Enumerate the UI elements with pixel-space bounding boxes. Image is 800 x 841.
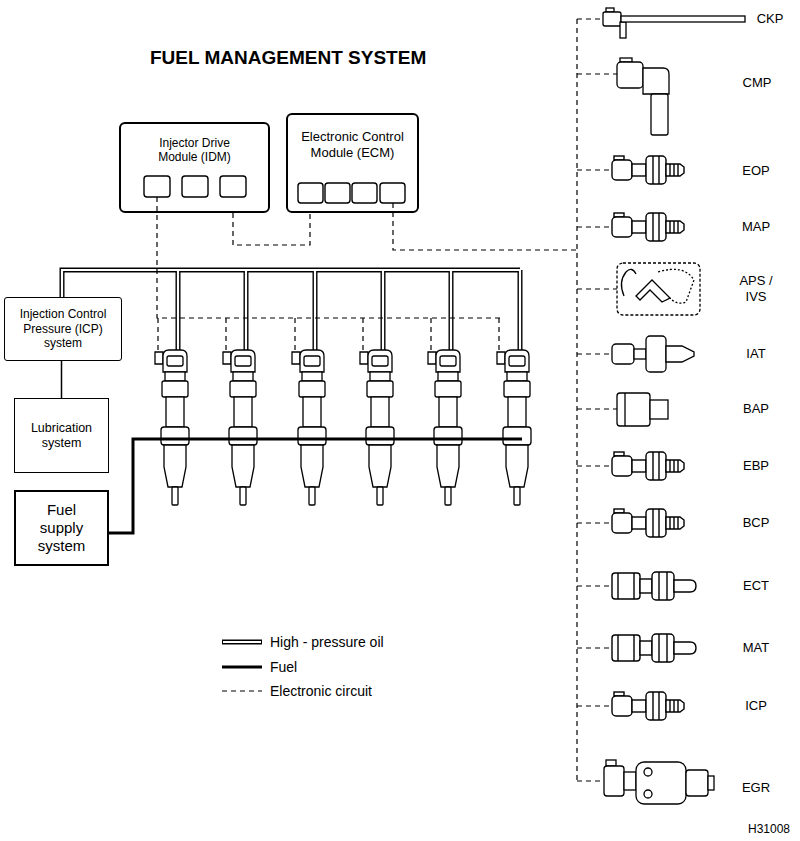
module-box: Injector Drive Module (IDM) xyxy=(119,122,270,213)
module-socket xyxy=(144,176,405,203)
legend-entry: Fuel xyxy=(270,659,297,675)
icp-sensor xyxy=(612,692,684,720)
bcp-sensor xyxy=(612,509,684,537)
system-box: Lubrication system xyxy=(14,398,109,473)
sensor-name: EOP xyxy=(742,163,769,179)
sensor-name: EGR xyxy=(742,780,770,796)
aps-sensor xyxy=(617,263,700,315)
injector xyxy=(428,350,462,505)
injector-wire xyxy=(157,197,500,356)
sensor-name: APS / IVS xyxy=(734,273,778,304)
fuel-line xyxy=(109,439,522,533)
sensor-name: MAT xyxy=(743,640,769,656)
system-box: Injection Control Pressure (ICP) system xyxy=(4,297,122,361)
sensor-name: BAP xyxy=(743,401,769,417)
injector xyxy=(223,350,257,505)
ect-sensor xyxy=(612,572,696,600)
sensor-name: EBP xyxy=(743,458,769,474)
iat-sensor xyxy=(612,336,694,372)
electronic-circuit xyxy=(233,213,310,245)
diagram-title: FUEL MANAGEMENT SYSTEM xyxy=(150,47,426,69)
figure-number: H31008 xyxy=(748,822,790,836)
eop-sensor xyxy=(612,156,684,184)
injector xyxy=(497,350,531,505)
system-box: Fuel supply system xyxy=(14,490,109,566)
sensor-name: ECT xyxy=(743,578,769,594)
node-label: Injector Drive Module (IDM) xyxy=(139,136,250,165)
oil-line xyxy=(62,270,520,352)
node-label: Lubrication system xyxy=(25,421,98,451)
legend-text: Fuel xyxy=(270,659,297,675)
mat-sensor xyxy=(612,634,696,662)
sensor-name: BCP xyxy=(743,515,770,531)
injector xyxy=(155,350,189,505)
node-label: Electronic Control Module (ECM) xyxy=(296,129,409,160)
module-box: Electronic Control Module (ECM) xyxy=(286,113,419,213)
sensor-name: MAP xyxy=(742,219,770,235)
legend-entry: High - pressure oil xyxy=(270,634,384,650)
node-label: Injection Control Pressure (ICP) system xyxy=(11,307,115,350)
ebp-sensor xyxy=(612,452,684,480)
sensor-name: CMP xyxy=(743,75,772,91)
bap-sensor xyxy=(617,393,668,426)
legend-sample xyxy=(222,642,262,691)
legend-text: Electronic circuit xyxy=(270,683,372,699)
node-label: Fuel supply system xyxy=(32,501,91,555)
sensor-wire xyxy=(393,19,617,781)
legend-text: High - pressure oil xyxy=(270,634,384,650)
ckp-sensor xyxy=(603,8,745,38)
map-sensor xyxy=(612,213,684,241)
injector xyxy=(360,350,394,505)
sensor-name: IAT xyxy=(746,346,765,362)
oil-feed-line xyxy=(61,361,63,398)
sensor-name: CKP xyxy=(757,11,784,27)
injector xyxy=(292,350,326,505)
egr-valve xyxy=(604,760,714,804)
sensor-name: ICP xyxy=(745,698,767,714)
legend-entry: Electronic circuit xyxy=(270,683,372,699)
injector xyxy=(155,350,531,505)
cmp-sensor xyxy=(617,58,669,135)
